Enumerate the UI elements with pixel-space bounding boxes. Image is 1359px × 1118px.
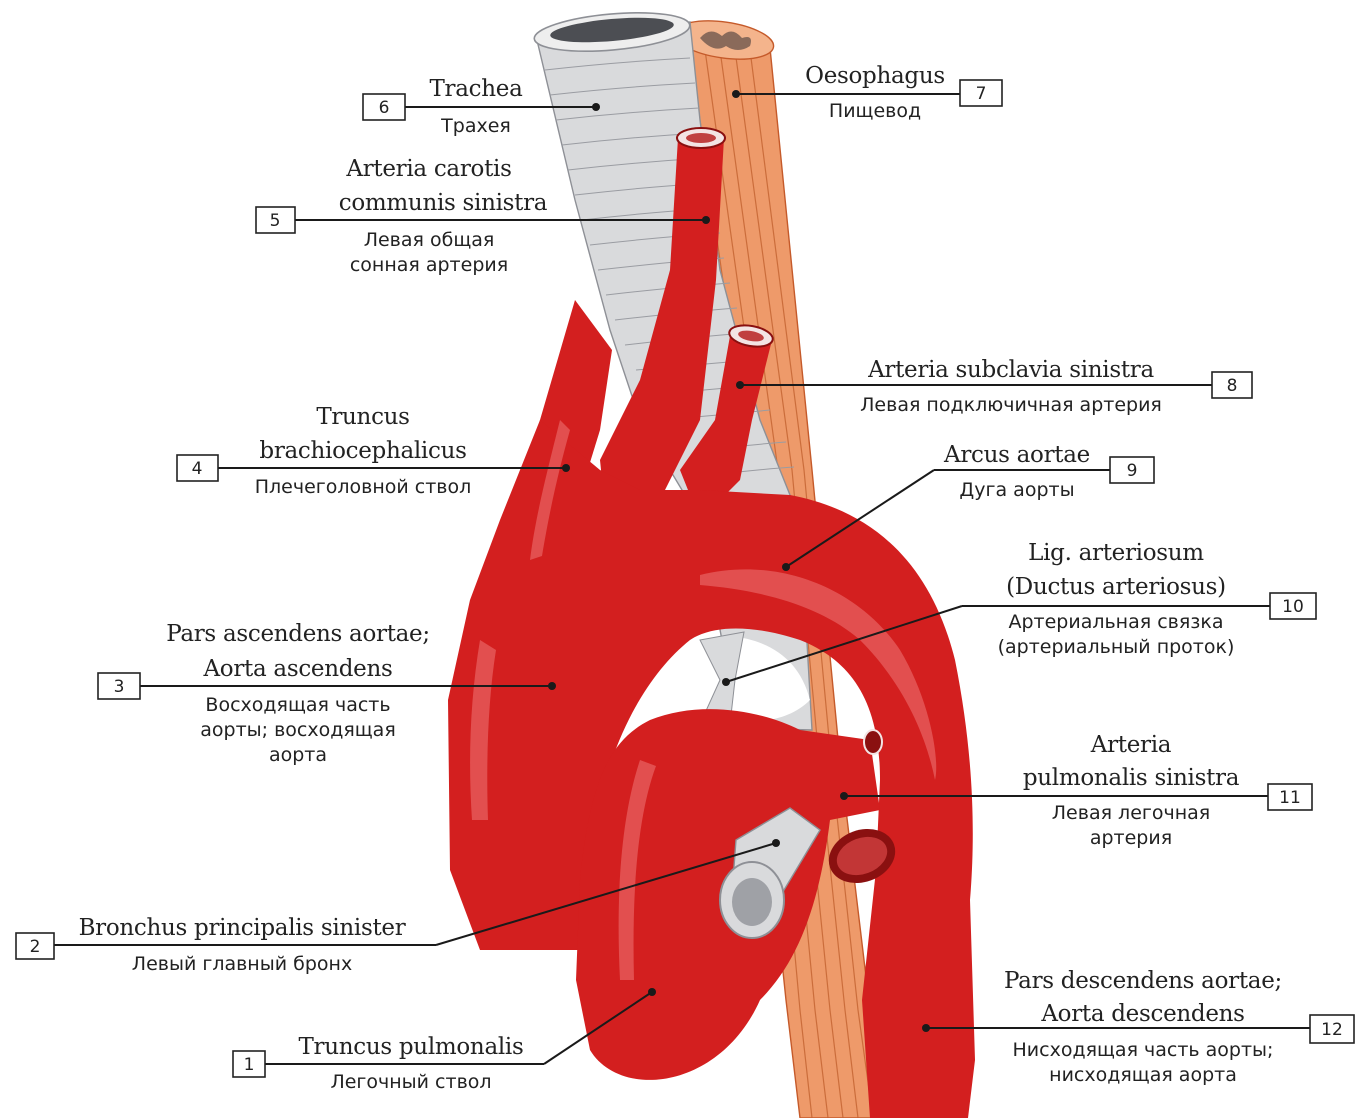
label-3-russian-line-1: Восходящая часть (205, 694, 390, 716)
label-5-latin-line-2: communis sinistra (339, 190, 548, 216)
label-1-russian: Легочный ствол (330, 1071, 491, 1093)
label-11-latin-line-1: Arteria (1090, 732, 1172, 758)
label-3-latin-line-1: Pars ascendens aortae; (166, 621, 430, 647)
callout-number-6: 6 (363, 94, 405, 120)
label-3-russian-line-2: аорты; восходящая (200, 719, 396, 741)
label-5-russian-line-2: сонная артерия (350, 254, 508, 276)
label-4-latin-line-2: brachiocephalicus (259, 438, 466, 464)
callout-number-1: 1 (233, 1051, 265, 1077)
label-7-russian: Пищевод (829, 100, 921, 122)
svg-text:12: 12 (1321, 1020, 1343, 1040)
label-5-latin-line-1: Arteria carotis (345, 156, 511, 182)
svg-text:11: 11 (1279, 788, 1301, 808)
label-2-russian: Левый главный бронх (132, 953, 352, 975)
label-12-latin-line-1: Pars descendens aortae; (1004, 968, 1282, 994)
label-12-russian-line-1: Нисходящая часть аорты; (1013, 1039, 1274, 1061)
label-11-latin-line-2: pulmonalis sinistra (1023, 765, 1240, 791)
callout-number-4: 4 (177, 455, 218, 481)
label-10-latin-line-1: Lig. arteriosum (1028, 540, 1204, 566)
svg-text:4: 4 (192, 459, 203, 479)
label-10-latin-line-2: (Ductus arteriosus) (1006, 574, 1226, 600)
callout-number-5: 5 (256, 207, 295, 233)
label-9-latin: Arcus aortae (943, 442, 1090, 468)
label-3-russian-line-3: аорта (269, 744, 327, 766)
label-1-latin: Truncus pulmonalis (299, 1034, 524, 1060)
svg-text:1: 1 (244, 1055, 255, 1075)
label-12-russian-line-2: нисходящая аорта (1049, 1064, 1237, 1086)
callout-number-10: 10 (1270, 593, 1316, 619)
label-4-latin-line-1: Truncus (316, 404, 409, 430)
label-3-latin-line-2: Aorta ascendens (203, 656, 393, 682)
label-10-russian-line-1: Артериальная связка (1008, 611, 1223, 633)
label-5-russian-line-1: Левая общая (364, 229, 495, 251)
label-4-russian: Плечеголовной ствол (255, 476, 472, 498)
svg-text:5: 5 (270, 211, 281, 231)
label-6-russian: Трахея (440, 115, 511, 137)
callout-number-11: 11 (1268, 784, 1312, 810)
callout-number-3: 3 (98, 673, 140, 699)
label-12-latin-line-2: Aorta descendens (1040, 1001, 1244, 1027)
aorta-and-branches-illustration (448, 128, 975, 1118)
svg-text:3: 3 (114, 677, 125, 697)
label-9-russian: Дуга аорты (959, 479, 1074, 501)
callout-number-2: 2 (16, 933, 54, 959)
callout-number-7: 7 (960, 80, 1002, 106)
callout-number-8: 8 (1212, 372, 1252, 398)
label-6-latin: Trachea (430, 76, 524, 102)
label-8-latin: Arteria subclavia sinistra (867, 357, 1154, 383)
label-8-russian: Левая подключичная артерия (860, 394, 1162, 416)
label-11-russian-line-1: Левая легочная (1052, 802, 1210, 824)
callout-number-9: 9 (1110, 457, 1154, 483)
svg-text:10: 10 (1282, 597, 1304, 617)
label-2-latin: Bronchus principalis sinister (79, 915, 406, 941)
svg-text:8: 8 (1227, 376, 1238, 396)
svg-text:2: 2 (30, 937, 41, 957)
label-11-russian-line-2: артерия (1090, 827, 1172, 849)
svg-text:9: 9 (1127, 461, 1138, 481)
label-7-latin: Oesophagus (805, 63, 945, 89)
label-10-russian-line-2: (артериальный проток) (998, 636, 1235, 658)
callout-number-12: 12 (1310, 1015, 1354, 1043)
svg-text:6: 6 (379, 98, 390, 118)
svg-text:7: 7 (976, 84, 987, 104)
